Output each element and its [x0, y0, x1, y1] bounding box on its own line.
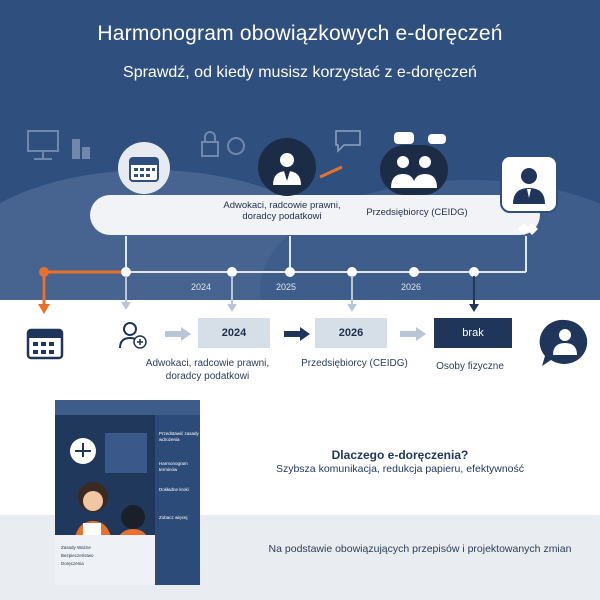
status-box-none: brak	[434, 318, 512, 348]
box-side-item: Przedstawić zasady wdrożenia	[159, 431, 199, 442]
lock-icon	[201, 131, 245, 157]
product-box: Przedstawić zasady wdrożenia Harmonogram…	[35, 395, 235, 595]
year-label: 2025	[276, 282, 297, 292]
user-add-icon	[119, 322, 147, 349]
arrow-right-icon	[284, 327, 310, 341]
year-box-2026: 2026	[315, 318, 387, 348]
year-box-2024: 2024	[198, 318, 270, 348]
arrow-right-icon	[165, 327, 191, 341]
box-side-item: Harmonogram terminów	[159, 461, 188, 472]
header-banner: Harmonogram obowiązkowych e-doręczeń Spr…	[0, 0, 600, 300]
box-front-line: Bezpieczeństwo	[61, 553, 94, 558]
footer-note: Na podstawie obowiązujących przepisów i …	[268, 543, 572, 555]
citizen-bubble-icon	[539, 319, 588, 366]
citizen-avatar-icon	[500, 155, 558, 213]
page-subtitle: Sprawdź, od kiedy musisz korzystać z e-d…	[123, 64, 477, 81]
calendar-icon	[118, 142, 170, 194]
timeline-drop-lines	[38, 276, 479, 314]
calendar-icon	[26, 328, 64, 360]
band-label-lawyers: Adwokaci, radcowie prawni, doradcy podat…	[223, 200, 341, 222]
box-side-item: Zobacz więcej	[159, 515, 188, 520]
background-icons	[27, 130, 90, 160]
chat-bubble-icon	[335, 130, 361, 153]
timeline-band	[90, 195, 540, 235]
orange-pointer-icon	[319, 165, 343, 179]
year-label: 2024	[191, 282, 212, 292]
box-front-line: Doręczenia	[61, 561, 84, 566]
year-label: 2026	[401, 282, 422, 292]
box-top	[55, 400, 200, 415]
box-side	[155, 415, 200, 585]
row-label-lawyers: Adwokaci, radcowie prawni, doradcy podat…	[145, 358, 270, 382]
speech-bubble-icon	[394, 132, 446, 144]
page-title: Harmonogram obowiązkowych e-doręczeń	[97, 22, 503, 45]
box-front-line: Zasady Ważne	[61, 545, 91, 550]
why-title: Dlaczego e-doręczenia?	[331, 448, 469, 462]
why-text: Szybsza komunikacja, redukcja papieru, e…	[275, 463, 525, 475]
row-label-citizens: Osoby fizyczne	[436, 361, 504, 372]
row-label-business: Przedsiębiorcy (CEIDG)	[301, 358, 408, 369]
arrow-right-icon	[400, 327, 426, 341]
lawyer-avatar-icon	[258, 138, 316, 196]
timeline-lines	[39, 236, 527, 277]
business-people-icon	[380, 145, 448, 195]
box-front-label-area	[55, 535, 155, 585]
handshake-icon	[518, 223, 538, 235]
box-side-item: Dokładne kroki	[159, 487, 189, 492]
band-label-business: Przedsiębiorcy (CEIDG)	[366, 207, 468, 218]
